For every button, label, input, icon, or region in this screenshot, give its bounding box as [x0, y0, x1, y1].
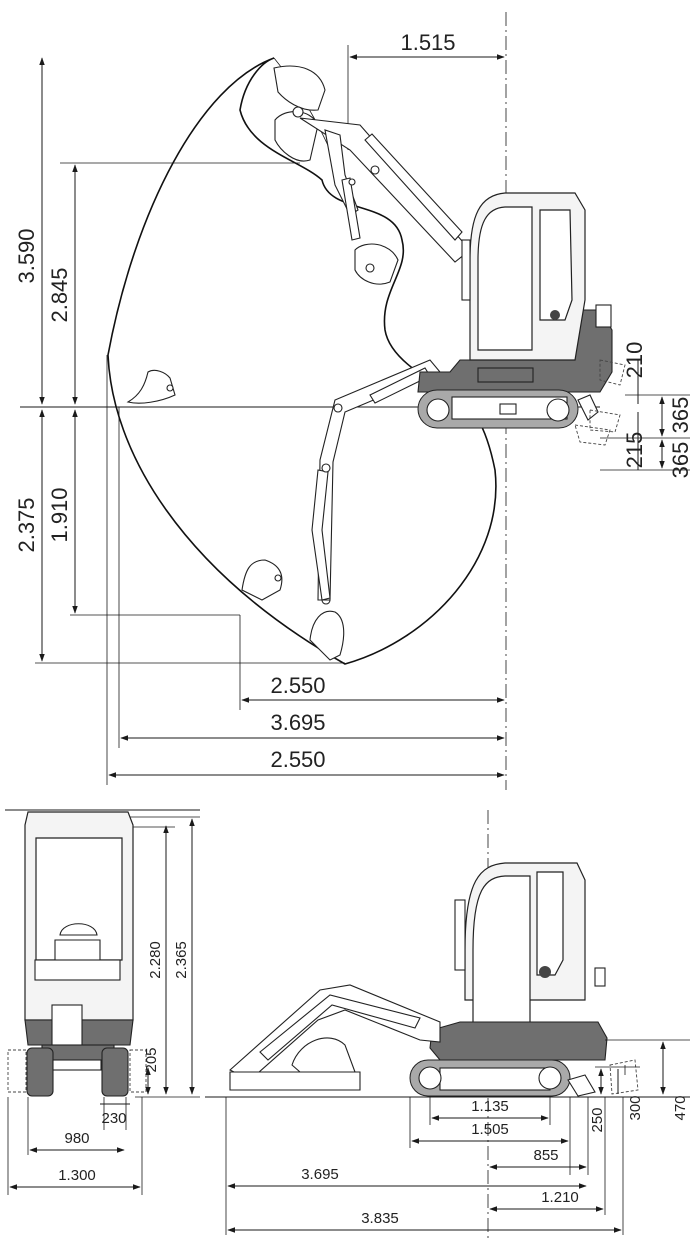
label-track-gauge: 980: [64, 1130, 89, 1147]
bucket-bottom: [309, 595, 345, 661]
label-blade-depth: 215: [622, 432, 647, 469]
label-cab-height-1: 2.280: [147, 941, 164, 979]
label-blade-lift: 210: [622, 342, 647, 379]
transport-view-diagram: 470 250 300 1.135 1.505 855 3.695 1.210 …: [205, 810, 690, 1240]
label-overall-width: 1.300: [58, 1167, 96, 1184]
label-blade-lower: 365: [668, 442, 693, 479]
label-blade-reach: 855: [533, 1147, 558, 1164]
label-tumbler-distance: 1.135: [471, 1098, 509, 1115]
label-blade-height: 250: [589, 1107, 606, 1132]
excavator-front: [7, 811, 147, 1097]
label-bottom-3: 2.550: [270, 747, 325, 772]
upper-boom-arm: [299, 117, 471, 263]
label-transport-length: 3.695: [301, 1166, 339, 1183]
excavator-body-side: [417, 192, 626, 446]
label-reach-top: 1.515: [400, 30, 455, 55]
label-track-length: 1.505: [471, 1121, 509, 1138]
label-max-dump-height: 2.845: [47, 267, 72, 322]
label-max-dig-height: 3.590: [14, 228, 39, 283]
label-wall-depth: 1.910: [47, 487, 72, 542]
bucket-low: [241, 559, 283, 601]
label-max-dig-depth: 2.375: [14, 497, 39, 552]
label-cab-height-2: 2.365: [173, 941, 190, 979]
label-blade-raise: 300: [627, 1095, 644, 1120]
label-bottom-2: 3.695: [270, 710, 325, 735]
lower-boom-arm: [311, 359, 441, 601]
label-track-height: 470: [672, 1095, 689, 1120]
label-track-width: 230: [101, 1110, 126, 1127]
front-view-diagram: 2.280 2.365 205 230 980 1.300: [5, 809, 200, 1195]
bucket-left: [126, 369, 176, 404]
label-ground-clearance: 205: [143, 1047, 160, 1072]
label-overall-length: 3.835: [361, 1210, 399, 1227]
label-blade-upper: 365: [668, 397, 693, 434]
bucket-mid: [354, 243, 399, 285]
excavator-transport: [229, 862, 639, 1097]
working-range-diagram: 3.590 2.845 2.375 1.910 1.515 2.550 3.69…: [14, 12, 693, 790]
label-bottom-1: 2.550: [270, 673, 325, 698]
label-tail-radius: 1.210: [541, 1189, 579, 1206]
bucket-top: [273, 65, 326, 162]
